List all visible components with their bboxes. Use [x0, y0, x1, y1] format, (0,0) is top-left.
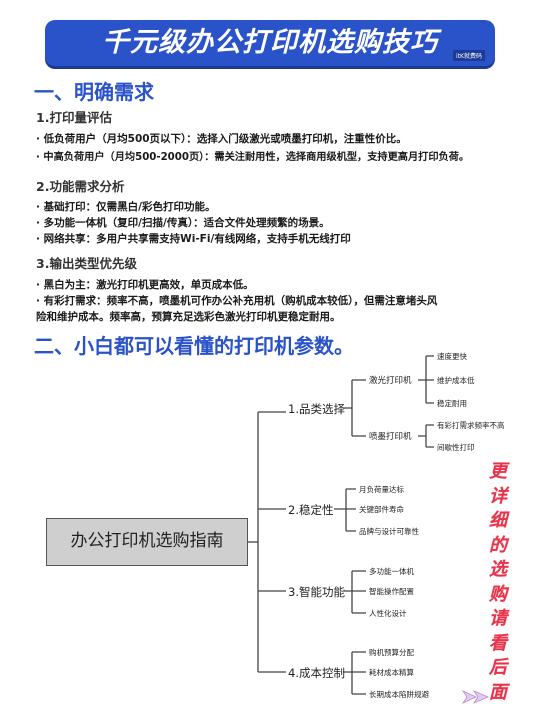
side-note-char: 面: [489, 681, 507, 703]
leaf-low-maintenance: 维护成本低: [437, 376, 475, 385]
watermark-tag: itK就费码: [453, 50, 485, 61]
side-note: 更 详 细 的 选 购 请 看 后 面: [480, 460, 516, 705]
side-note-char: 详: [489, 485, 507, 507]
side-note-char: 更: [489, 461, 507, 482]
branch-stability: 2.稳定性: [288, 503, 334, 517]
leaf-monthly-duty: 月负荷量达标: [359, 485, 404, 494]
mindmap-root: 办公打印机选购指南: [46, 518, 248, 566]
branch-category: 1.品类选择: [288, 402, 345, 416]
side-note-char: 细: [489, 510, 507, 531]
sub-inkjet-printer: 喷墨打印机: [369, 432, 412, 442]
leaf-user-friendly: 人性化设计: [369, 609, 407, 618]
side-note-char: 的: [489, 534, 507, 556]
side-note-char: 购: [489, 583, 507, 605]
page-title: 千元级办公打印机选购技巧: [102, 27, 438, 58]
side-note-char: 请: [489, 608, 507, 629]
side-note-char: 后: [489, 657, 507, 678]
group3-heading: 3.输出类型优先级: [36, 256, 137, 271]
leaf-consumables-cost: 耗材成本精算: [369, 668, 414, 677]
group3-line-2: · 有彩打需求：频率不高，喷墨机可作办公补充用机（购机成本较低），但需注意堵头风: [36, 295, 438, 307]
leaf-long-term-trap: 长期成本陷阱规避: [369, 690, 429, 699]
leaf-budget: 购机预算分配: [369, 648, 414, 657]
branch-cost-control: 4.成本控制: [288, 666, 345, 680]
side-note-char: 看: [489, 632, 507, 654]
double-chevron-right-icon: [462, 690, 490, 704]
group3-line-3: 险和维护成本。频率高，预算充足选彩色激光打印机更稳定耐用。: [36, 311, 341, 323]
group1-heading: 1.打印量评估: [36, 110, 112, 125]
group2-heading: 2.功能需求分析: [36, 179, 125, 194]
leaf-intermittent: 间歇性打印: [437, 443, 475, 452]
title-banner: 千元级办公打印机选购技巧 itK就费码: [45, 20, 495, 66]
branch-smart-features: 3.智能功能: [288, 585, 345, 599]
section2-title: 二、小白都可以看懂的打印机参数。: [34, 334, 354, 358]
leaf-durable: 稳定耐用: [437, 399, 467, 408]
group1-line-1: · 低负荷用户（月均500页以下）：选择入门级激光或喷墨打印机，注重性价比。: [36, 133, 407, 145]
group1-line-2: · 中高负荷用户（月均500-2000页）：需关注耐用性，选择商用级机型，支持更…: [36, 152, 470, 163]
leaf-smart-operation: 智能操作配置: [369, 587, 414, 596]
side-note-char: 选: [489, 559, 507, 580]
leaf-color-low-frequency: 有彩打需求频率不高: [437, 421, 505, 430]
group3-line-1: · 黑白为主：激光打印机更高效，单页成本低。: [36, 279, 254, 291]
leaf-component-life: 关键部件寿命: [359, 505, 404, 514]
group2-line-3: · 网络共享：多用户共享需支持Wi-Fi/有线网络，支持手机无线打印: [36, 233, 351, 245]
sub-laser-printer: 激光打印机: [369, 376, 412, 386]
section1-title: 一、明确需求: [34, 80, 154, 104]
leaf-multifunction: 多功能一体机: [369, 567, 414, 576]
leaf-faster: 速度更快: [437, 352, 467, 361]
leaf-brand-reliability: 品牌与设计可靠性: [359, 527, 419, 536]
group2-line-2: · 多功能一体机（复印/扫描/传真）：适合文件处理频繁的场景。: [36, 217, 330, 229]
group2-line-1: · 基础打印：仅需黑白/彩色打印功能。: [36, 201, 216, 213]
